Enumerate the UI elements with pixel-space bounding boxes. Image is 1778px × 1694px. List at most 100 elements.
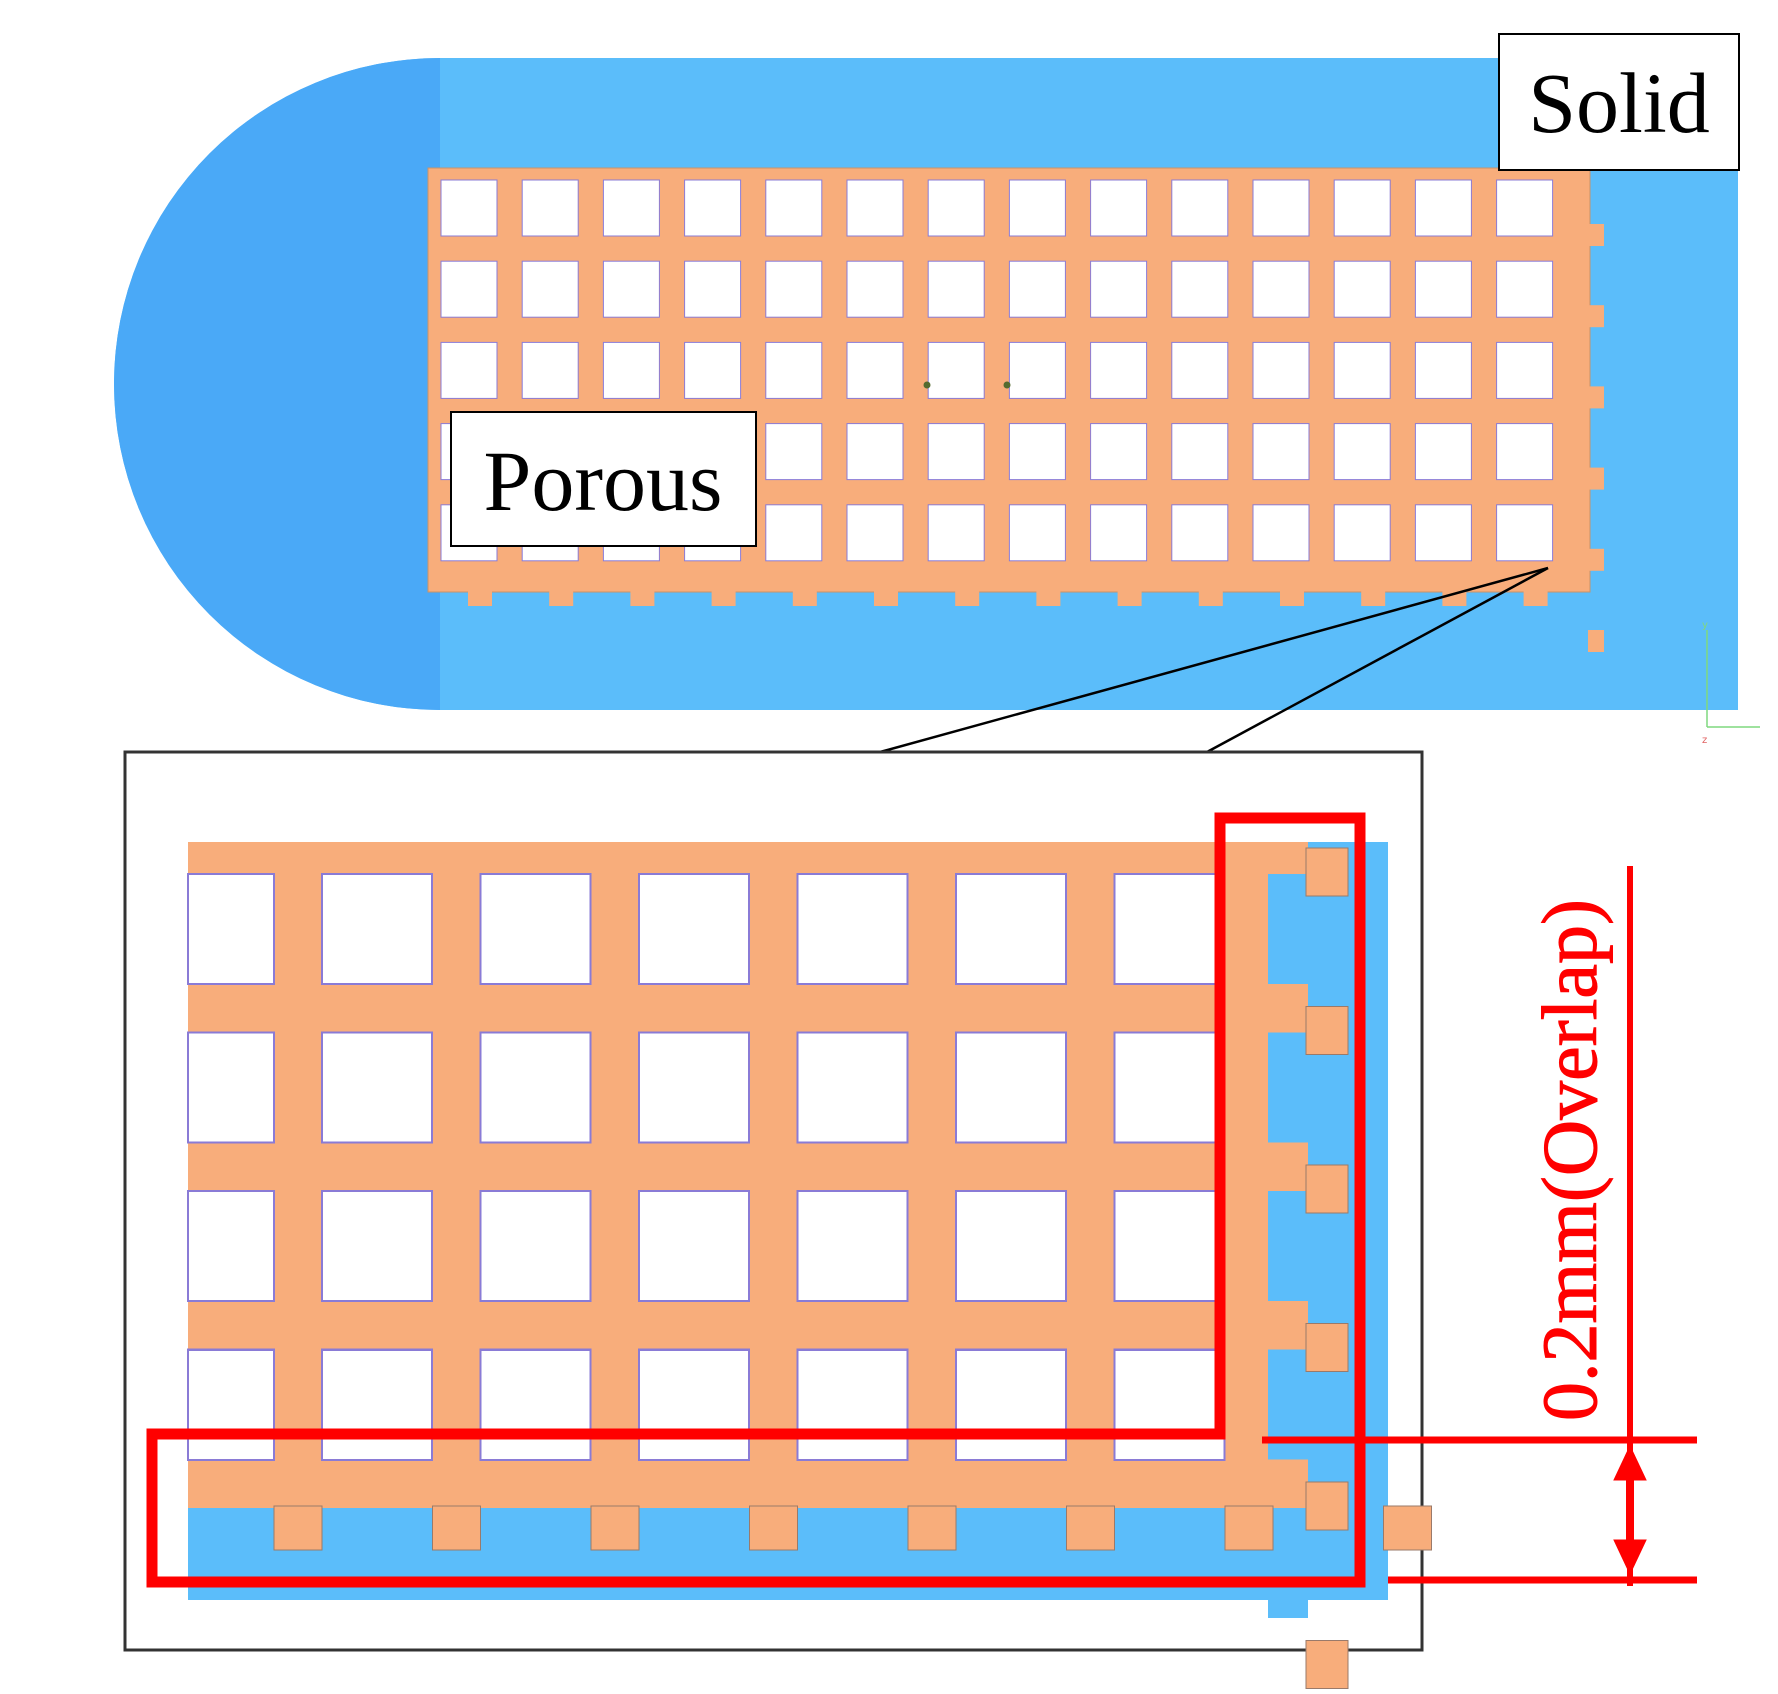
pore-cell-partial [187, 1349, 275, 1461]
pore-cell [1496, 179, 1554, 237]
pore-cell [1171, 341, 1229, 399]
pore-cell [1333, 260, 1391, 318]
lattice-tooth [1523, 590, 1548, 606]
lattice-tooth [549, 590, 574, 606]
lattice-tooth [1305, 847, 1349, 897]
pore-cell [638, 873, 750, 985]
pore-cell [846, 423, 904, 481]
pore-cell [1090, 179, 1148, 237]
pore-cell [955, 1031, 1067, 1144]
pore-cell [684, 341, 742, 399]
overview-view: y z Solid Porous [114, 33, 1760, 746]
lattice-tooth [1588, 467, 1604, 490]
dimension-arrowhead-up [1613, 1444, 1647, 1481]
pore-cell [796, 873, 909, 985]
lattice-tooth [1305, 1006, 1349, 1055]
detail-view [123, 750, 1432, 1689]
lattice-tooth [955, 590, 980, 606]
solid-label: Solid [1528, 55, 1710, 151]
pore-cell [1496, 260, 1554, 318]
pore-cell-partial [187, 1190, 275, 1302]
pore-cell [684, 179, 742, 237]
overlap-highlight-outline [146, 812, 1366, 1588]
porous-region-detail [187, 842, 1432, 1689]
pore-cell [321, 873, 433, 985]
pore-cell [1090, 341, 1148, 399]
solid-gap [1268, 874, 1308, 984]
pore-cell-partial [187, 873, 275, 985]
pore-cell [927, 423, 985, 481]
pore-cell [846, 179, 904, 237]
pore-cell [1171, 504, 1229, 562]
dimension-arrowhead-down [1613, 1539, 1647, 1576]
pore-cell [1414, 341, 1472, 399]
pore-cell [1414, 504, 1472, 562]
pore-cell [955, 873, 1067, 985]
pore-cell [602, 260, 660, 318]
lattice-tooth [1588, 548, 1604, 571]
pore-cell [1333, 423, 1391, 481]
pore-cell [1113, 873, 1226, 985]
lattice-tooth [630, 590, 655, 606]
zoom-connector [879, 566, 1549, 754]
solid-end-cap [114, 58, 440, 710]
lattice-tooth [749, 1505, 798, 1551]
pore-cell [1333, 341, 1391, 399]
pore-cell [927, 341, 985, 399]
pore-cell [846, 504, 904, 562]
lattice-tooth [432, 1505, 481, 1551]
lattice-tooth [1442, 590, 1467, 606]
pore-cell [846, 260, 904, 318]
pore-cell [521, 341, 579, 399]
pore-cell [479, 873, 592, 985]
porous-label: Porous [484, 433, 723, 529]
lattice-tooth [1588, 224, 1604, 246]
solid-label-box: Solid [1498, 33, 1740, 171]
pore-cell [1090, 260, 1148, 318]
pore-cell [927, 260, 985, 318]
marker-dot [1003, 381, 1011, 389]
porous-label-box: Porous [450, 411, 757, 547]
pore-cell [796, 1349, 909, 1461]
lattice-tooth [1383, 1505, 1432, 1551]
overlap-dimension: 0.2mm(Overlap) [1262, 866, 1697, 1586]
lattice-tooth [468, 590, 492, 606]
pore-cell [440, 179, 498, 237]
pore-cell [765, 504, 823, 562]
pore-cell [1113, 1031, 1226, 1144]
porous-region-overview [427, 167, 1604, 652]
pore-cell [955, 1190, 1067, 1302]
axis-triad-icon: y z [1702, 620, 1760, 746]
pore-cell [1252, 504, 1310, 562]
lattice-tooth [273, 1505, 323, 1551]
pore-cell [602, 179, 660, 237]
pore-cell [1252, 179, 1310, 237]
svg-text:z: z [1702, 735, 1707, 746]
pore-cell [479, 1190, 592, 1302]
pore-cell [684, 260, 742, 318]
pore-cell [638, 1190, 750, 1302]
lattice-tooth [874, 590, 898, 606]
lattice-tooth [590, 1505, 640, 1551]
pore-cell [1113, 1349, 1226, 1461]
solid-gap [1268, 1032, 1308, 1143]
overlap-dimension-label: 0.2mm(Overlap) [1526, 899, 1613, 1421]
pore-cell [1171, 179, 1229, 237]
lattice-tooth [1280, 590, 1304, 606]
lattice-tooth [1305, 1323, 1349, 1372]
pore-cell [440, 341, 498, 399]
pore-cell [479, 1349, 592, 1461]
lattice-tooth [1588, 305, 1604, 328]
marker-dot [923, 381, 931, 389]
pore-cell [1008, 260, 1066, 318]
pore-cell [638, 1031, 750, 1144]
lattice-tooth [1066, 1505, 1115, 1551]
lattice-tooth [1305, 1640, 1349, 1689]
lattice-tooth [1361, 590, 1386, 606]
lattice-tooth [1117, 590, 1142, 606]
pore-cell [521, 260, 579, 318]
pore-cell [1252, 260, 1310, 318]
pore-cell [765, 423, 823, 481]
solid-gap [1268, 1191, 1308, 1301]
